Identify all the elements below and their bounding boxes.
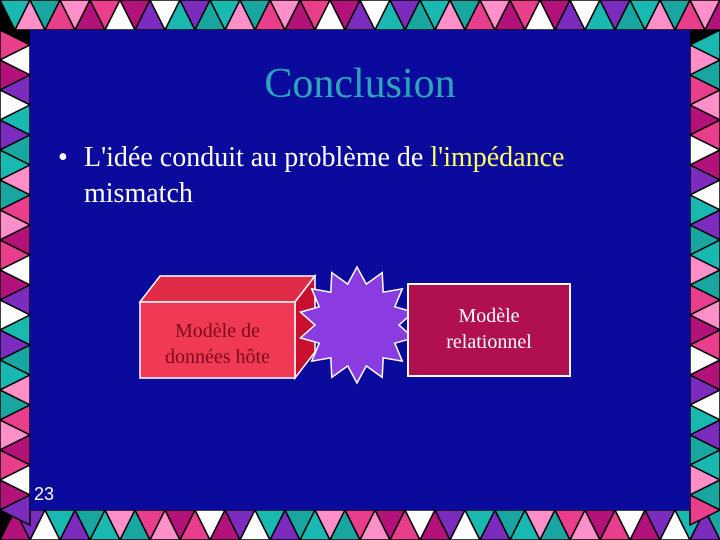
cube-shape: [138, 273, 317, 381]
slide-title: Conclusion: [264, 61, 456, 107]
border-triangle: [703, 0, 720, 31]
relational-model-label-line1: Modèle: [458, 305, 520, 327]
content-panel: [30, 30, 690, 510]
host-model-label-line1: Modèle de: [175, 320, 260, 342]
bullet-text-after: mismatch: [84, 178, 193, 209]
border-triangle: [0, 493, 31, 527]
relational-model-label-line2: relationnel: [446, 331, 532, 353]
host-model-label: Modèle de données hôte: [140, 318, 295, 370]
border-triangle: [689, 493, 720, 527]
border-triangle: [703, 509, 720, 540]
bullet-highlight: l'impédance: [430, 142, 565, 173]
bullet-icon: •: [58, 142, 68, 173]
host-model-label-line2: données hôte: [165, 346, 270, 368]
page-number: 23: [34, 484, 55, 504]
bullet-item: • L'idée conduit au problème de l'impédan…: [58, 140, 678, 212]
relational-box: [407, 283, 571, 377]
starburst-icon: [298, 265, 416, 385]
bullet-text-before: L'idée conduit au problème de: [84, 142, 431, 173]
relational-model-label: Modèle relationnel: [408, 303, 570, 355]
